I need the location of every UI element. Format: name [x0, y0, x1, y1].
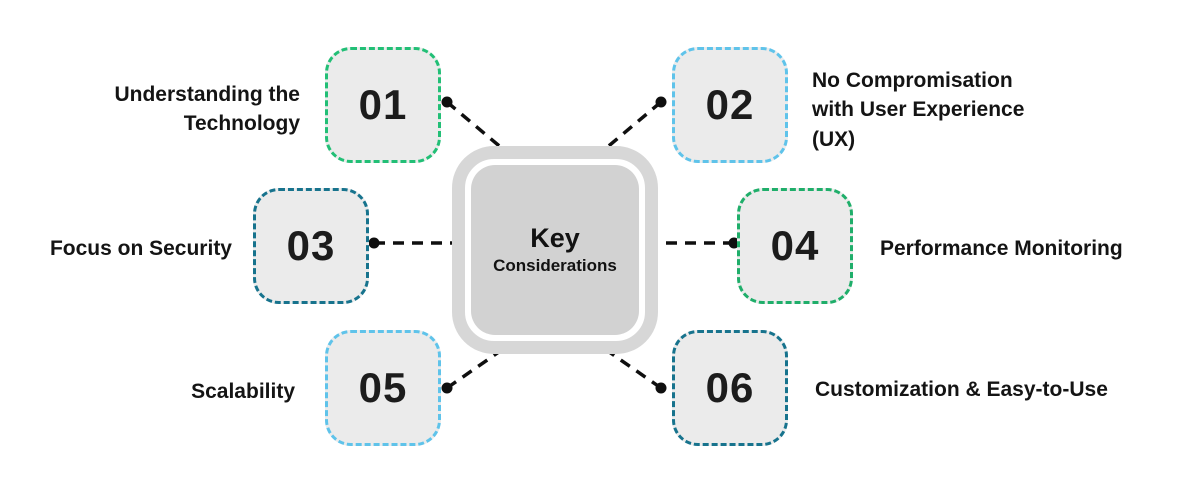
- item-05-box: 05: [325, 330, 441, 446]
- connector-line-06: [591, 338, 662, 390]
- item-06-number: 06: [705, 364, 755, 411]
- item-03-box: 03: [253, 188, 369, 304]
- item-02-number: 02: [705, 81, 755, 128]
- item-04-number: 04: [770, 222, 820, 269]
- item-01-box: 01: [325, 47, 441, 163]
- item-04-box: 04: [737, 188, 853, 304]
- connector-dot: [441, 96, 453, 108]
- item-05-number: 05: [358, 364, 408, 411]
- item-03-number: 03: [286, 222, 336, 269]
- item-06-box: 06: [672, 330, 788, 446]
- connector-dot: [441, 382, 453, 394]
- item-02-label: No Compromisation with User Experience (…: [812, 69, 1025, 151]
- center-subtitle: Considerations: [493, 255, 617, 275]
- item-05-label: Scalability: [191, 380, 295, 403]
- item-01-label: Understanding the Technology: [114, 83, 300, 136]
- center-node-panel: Key Considerations: [471, 165, 639, 335]
- connector-line-05: [446, 338, 517, 390]
- connector-dot: [368, 237, 380, 249]
- connector-dot: [728, 237, 740, 249]
- item-06-label: Customization & Easy-to-Use: [815, 378, 1108, 401]
- item-03-label: Focus on Security: [49, 237, 232, 260]
- item-01-number: 01: [358, 81, 408, 128]
- center-title: Key: [530, 223, 580, 254]
- item-04-label: Performance Monitoring: [880, 237, 1123, 260]
- center-node: Key Considerations: [452, 146, 658, 354]
- connector-line-01: [445, 100, 518, 162]
- connector-dot: [655, 96, 667, 108]
- connector-dot: [655, 382, 667, 394]
- item-02-box: 02: [672, 47, 788, 163]
- connector-line-02: [590, 100, 663, 162]
